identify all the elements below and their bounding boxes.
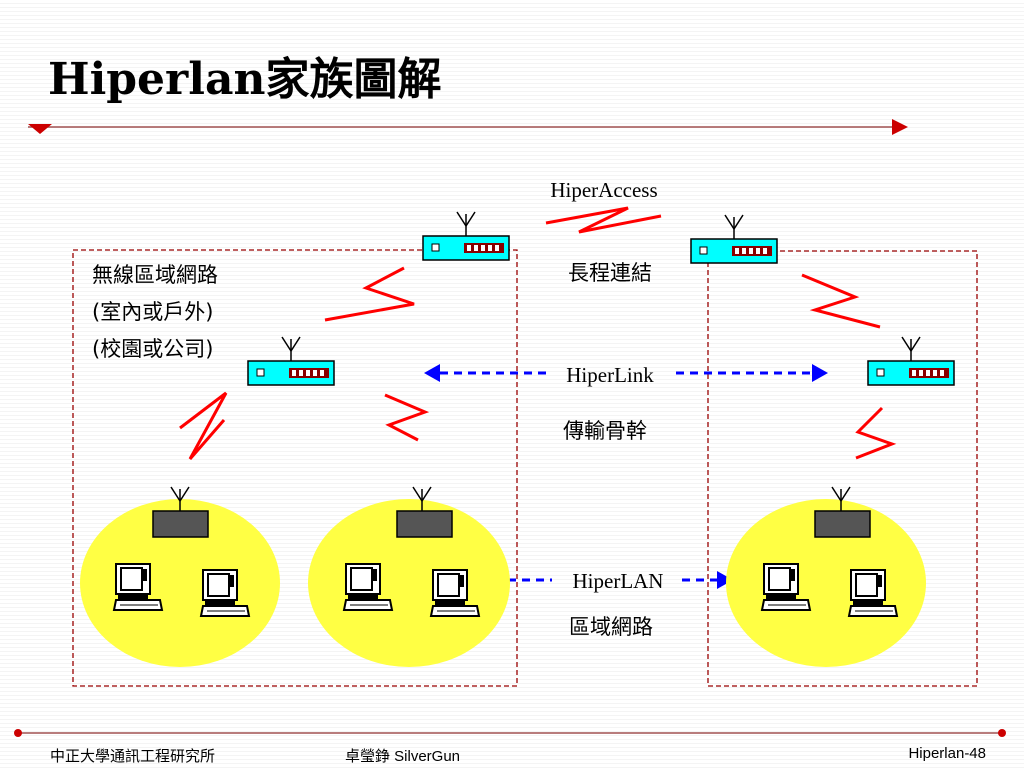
footer-author: 卓瑩錚 SilverGun <box>345 748 461 765</box>
access-point-box <box>152 510 209 538</box>
local-net-label: 區域網路 <box>569 615 653 639</box>
title-rule <box>28 119 908 135</box>
zone-label-line-1: 無線區域網路 <box>92 263 218 287</box>
hiperlink-arrow-left <box>424 364 440 382</box>
hiperlan-label: HiperLAN <box>573 569 664 593</box>
wireless-link-left-cell-2 <box>384 393 430 442</box>
hiperlink-arrow-right <box>812 364 828 382</box>
access-point-box <box>396 510 453 538</box>
access-router-right <box>691 215 777 263</box>
access-router-left <box>423 212 509 260</box>
access-point-box <box>814 510 871 538</box>
footer-institution: 中正大學通訊工程研究所 <box>50 748 216 765</box>
lan-cell-1 <box>80 486 280 667</box>
left-triangle-marker <box>28 124 52 134</box>
long-link-label: 長程連結 <box>568 261 652 285</box>
wireless-link-left-upper <box>324 266 415 322</box>
backbone-router-left <box>248 337 334 385</box>
zone-label-line-3: (校園或公司) <box>92 337 213 361</box>
footer-page-label: Hiperlan-48 <box>908 745 986 762</box>
footer-rule <box>14 729 1006 737</box>
right-triangle-marker <box>892 119 908 135</box>
backbone-label: 傳輸骨幹 <box>563 419 647 443</box>
slide-title: Hiperlan家族圖解 <box>48 54 442 105</box>
lan-cell-2 <box>308 486 510 667</box>
hiperlink-label: HiperLink <box>566 363 654 387</box>
hiperlan-arrow-right <box>717 571 733 589</box>
wireless-link-right-cell <box>855 406 897 460</box>
backbone-router-right <box>868 337 954 385</box>
lan-cell-3 <box>726 486 926 667</box>
hiperaccess-wireless-link <box>545 206 662 234</box>
wireless-link-right-upper <box>801 273 881 329</box>
hiperaccess-label: HiperAccess <box>550 178 657 202</box>
wireless-link-left-cell-1 <box>179 391 228 460</box>
zone-label-line-2: (室內或戶外) <box>92 300 213 324</box>
